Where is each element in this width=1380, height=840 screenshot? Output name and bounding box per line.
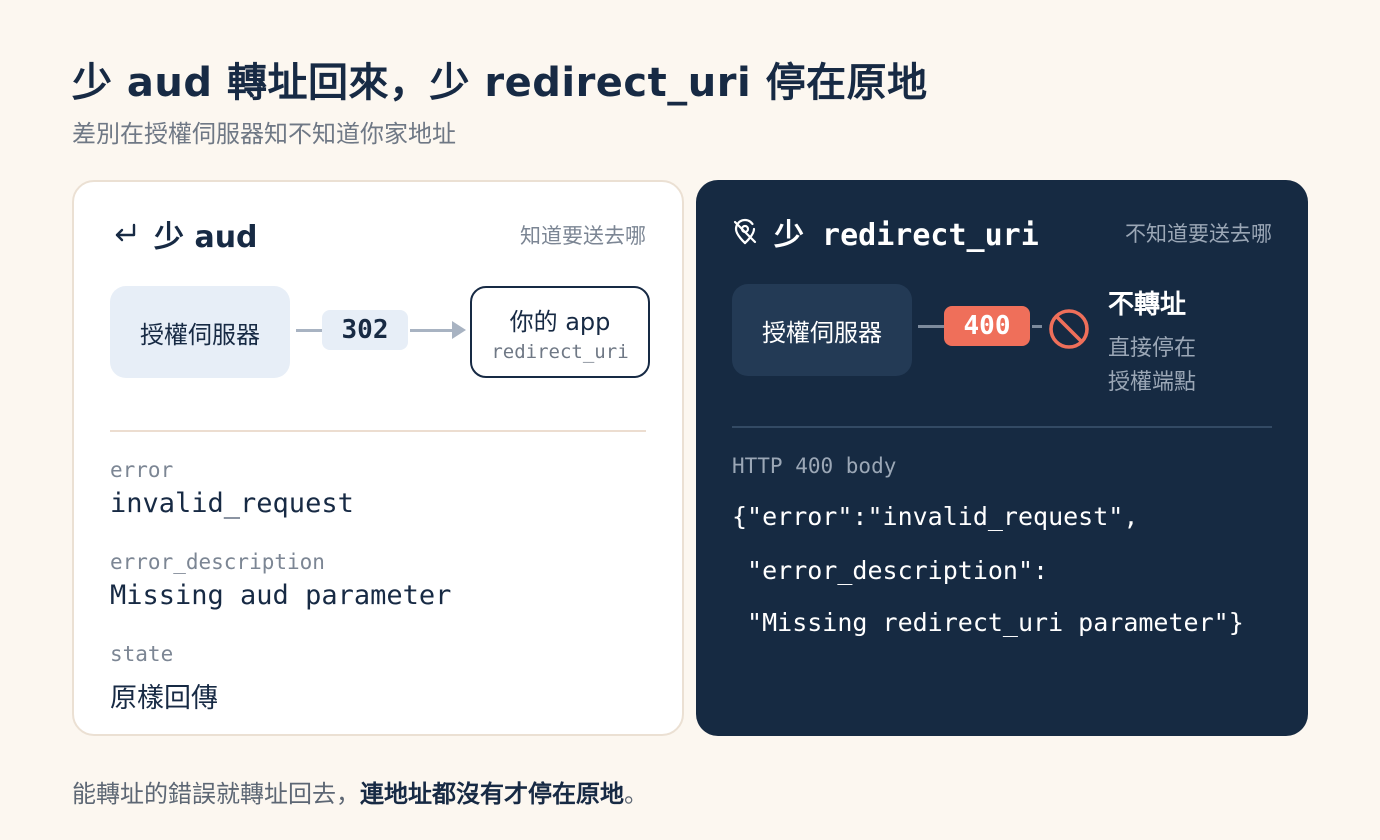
code-line-3: "Missing redirect_uri parameter"} xyxy=(732,608,1244,637)
field-key-state: state xyxy=(110,642,174,666)
auth-server-box: 授權伺服器 xyxy=(732,284,912,376)
card-hint: 知道要送去哪 xyxy=(520,224,646,248)
card-title: 少 redirect_uri xyxy=(774,218,1039,253)
flow-arrow-line xyxy=(410,329,454,332)
footer-emphasis: 連地址都沒有才停在原地 xyxy=(360,780,624,808)
return-arrow-icon xyxy=(110,219,140,249)
arrow-head-icon xyxy=(452,321,466,339)
field-key-error-description: error_description xyxy=(110,550,325,574)
field-value-state: 原樣回傳 xyxy=(110,683,218,714)
page-title: 少 aud 轉址回來，少 redirect_uri 停在原地 xyxy=(72,60,928,106)
card-title: 少 aud xyxy=(154,220,258,255)
location-off-icon xyxy=(730,217,760,247)
divider xyxy=(110,430,646,432)
missing-redirect-uri-card: 少 redirect_uri 不知道要送去哪 授權伺服器 400 不轉址 直接停… xyxy=(696,180,1308,736)
missing-aud-card: 少 aud 知道要送去哪 授權伺服器 302 你的 app redirect_u… xyxy=(72,180,684,736)
dest-subtitle: redirect_uri xyxy=(491,340,629,363)
auth-server-box: 授權伺服器 xyxy=(110,286,290,378)
card-header: 少 redirect_uri xyxy=(730,214,1039,253)
field-value-error-description: Missing aud parameter xyxy=(110,580,452,611)
divider xyxy=(732,426,1272,428)
field-key-error: error xyxy=(110,458,174,482)
flow-line xyxy=(296,329,322,332)
footer-end: 。 xyxy=(624,780,648,808)
field-value-error: invalid_request xyxy=(110,488,354,519)
redirect-destination-box: 你的 app redirect_uri xyxy=(470,286,650,378)
page-subtitle: 差別在授權伺服器知不知道你家地址 xyxy=(72,120,456,148)
card-header: 少 aud xyxy=(110,216,258,255)
flow-line xyxy=(918,325,944,328)
code-line-2: "error_description": xyxy=(732,556,1049,585)
code-line-1: {"error":"invalid_request", xyxy=(732,502,1139,531)
card-hint: 不知道要送去哪 xyxy=(1125,222,1272,246)
no-redirect-subtitle-2: 授權端點 xyxy=(1108,370,1197,395)
no-redirect-subtitle-1: 直接停在 xyxy=(1108,336,1197,361)
ban-icon xyxy=(1048,308,1090,350)
no-redirect-title: 不轉址 xyxy=(1108,290,1187,320)
flow-line-stub xyxy=(1032,325,1042,328)
http-body-label: HTTP 400 body xyxy=(732,454,897,478)
footer-text: 能轉址的錯誤就轉址回去， xyxy=(72,780,360,808)
status-code-400: 400 xyxy=(944,306,1030,346)
dest-title: 你的 app xyxy=(509,307,611,336)
status-code-302: 302 xyxy=(322,310,408,350)
footer-note: 能轉址的錯誤就轉址回去，連地址都沒有才停在原地。 xyxy=(72,774,648,809)
